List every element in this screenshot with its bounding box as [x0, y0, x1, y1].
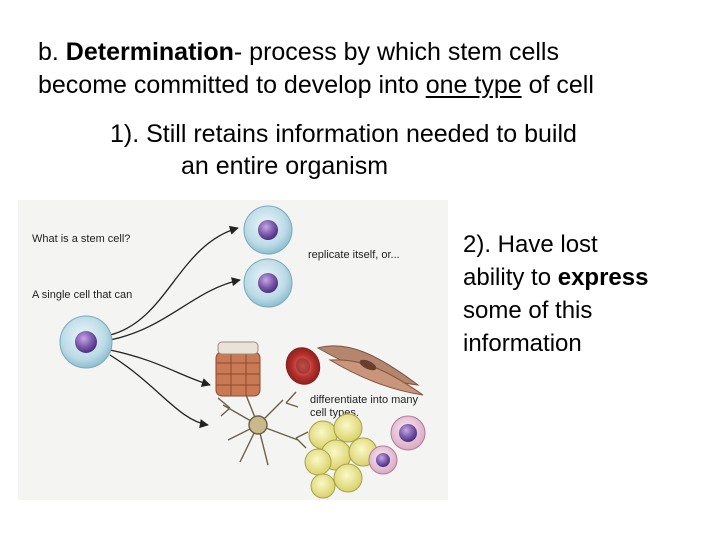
replicated-cell-1	[243, 205, 293, 255]
stem-cell-diagram: What is a stem cell? A single cell that …	[18, 200, 448, 500]
heading-line2-before: become committed to develop into	[38, 71, 426, 99]
point-2-line2-before: ability to	[463, 264, 558, 291]
replicated-cell-2	[243, 258, 293, 308]
white-blood-cell-1	[390, 415, 426, 451]
label-single-cell: A single cell that can	[32, 289, 132, 301]
heading-rest: - process by which stem cells	[233, 38, 559, 66]
white-blood-cell-2	[368, 445, 398, 475]
red-blood-cell	[285, 347, 321, 385]
neuron-cell	[217, 391, 309, 466]
heading-term: Determination	[65, 38, 234, 66]
point-2-bold-word: express	[557, 264, 649, 291]
point-2-line-1: 2). Have lost	[463, 231, 598, 258]
point-1-line-2: an entire organism	[181, 152, 389, 180]
point-2-line-4: information	[463, 330, 582, 357]
label-replicate: replicate itself, or...	[308, 249, 400, 261]
heading-line2-after: of cell	[521, 71, 594, 99]
label-differentiate-1: differentiate into many	[310, 394, 419, 406]
lineage-arrows	[109, 225, 241, 429]
label-what-is-stem-cell: What is a stem cell?	[32, 233, 130, 245]
heading-underlined-text: one type	[425, 71, 522, 99]
stem-cell	[59, 315, 113, 369]
heading-prefix: b.	[38, 38, 66, 66]
point-2-line-3: some of this	[463, 297, 593, 324]
point-1-line-1: 1). Still retains information needed to …	[110, 120, 577, 148]
muscle-cells	[215, 341, 261, 397]
point-2-line-2: ability to express	[463, 261, 648, 294]
spindle-cells	[316, 345, 424, 396]
heading-line-2: become committed to develop into one typ…	[38, 69, 594, 101]
heading-line-1: b. Determination- process by which stem …	[38, 36, 559, 68]
